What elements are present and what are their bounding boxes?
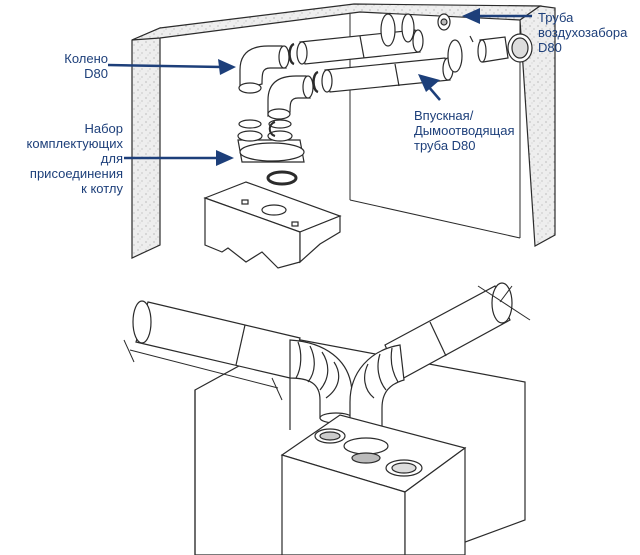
label-nabor-line-2: комплектующих bbox=[26, 136, 124, 151]
arrow-nabor bbox=[124, 150, 234, 166]
bottom-boiler bbox=[280, 414, 467, 555]
upper-elbow bbox=[238, 45, 290, 94]
label-koleno-line-2: D80 bbox=[84, 66, 108, 81]
wall-terminal-lower bbox=[447, 33, 533, 73]
label-nabor-line-4: присоединения bbox=[29, 166, 123, 181]
label-koleno-line-1: Колено bbox=[64, 51, 108, 66]
label-truba-vozduh-line-1: Труба bbox=[538, 10, 574, 25]
upper-seal-ring bbox=[288, 42, 295, 66]
label-truba-vozduh-line-3: D80 bbox=[538, 40, 562, 55]
connection-kit bbox=[237, 119, 305, 186]
label-nabor-line-3: для bbox=[100, 151, 123, 166]
arrow-truba-vozduh bbox=[462, 8, 532, 24]
label-koleno: Колено D80 bbox=[50, 51, 108, 81]
label-truba-vpusk-line-1: Впускная/ bbox=[414, 108, 474, 123]
arrow-koleno bbox=[107, 59, 236, 75]
label-nabor-line-1: Набор bbox=[84, 121, 123, 136]
dimension-lines bbox=[123, 285, 531, 401]
wall-terminal-upper bbox=[380, 13, 451, 47]
label-truba-vozduh: Труба воздухозабора D80 bbox=[538, 10, 638, 55]
label-nabor-line-5: к котлу bbox=[81, 181, 123, 196]
label-truba-vpusk-line-2: Дымоотводящая bbox=[414, 123, 515, 138]
top-boiler bbox=[203, 181, 342, 269]
arrow-truba-vpusk bbox=[418, 74, 441, 101]
top-wall-corner bbox=[131, 3, 556, 259]
label-truba-vpusk-line-3: труба D80 bbox=[414, 138, 476, 153]
left-straight-pipe bbox=[132, 300, 301, 379]
label-truba-vozduh-line-2: воздухозабора bbox=[538, 25, 628, 40]
lower-elbow bbox=[267, 75, 314, 120]
lower-seal-ring bbox=[312, 70, 319, 94]
lower-straight-pipe bbox=[321, 57, 454, 93]
label-truba-vpusk: Впускная/ Дымоотводящая труба D80 bbox=[414, 108, 534, 153]
right-straight-pipe bbox=[384, 282, 513, 381]
label-nabor: Набор комплектующих для присоединения к … bbox=[10, 121, 124, 196]
